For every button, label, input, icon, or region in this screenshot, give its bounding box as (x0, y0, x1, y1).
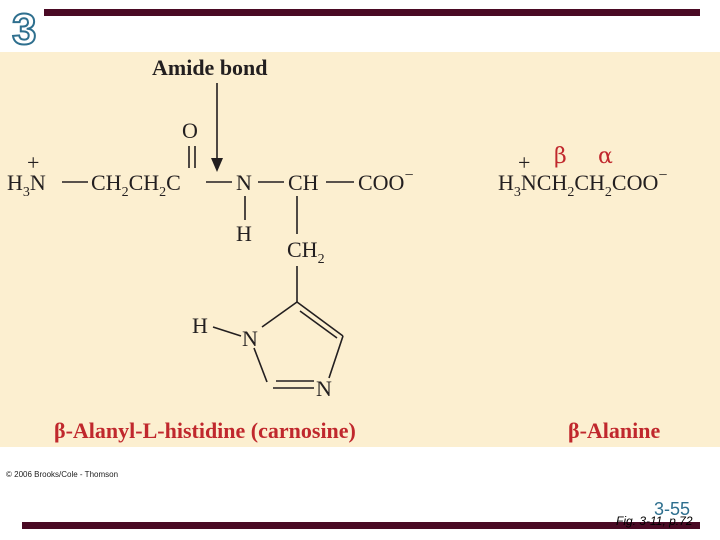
alpha-ch: CH (288, 170, 319, 195)
carnosine-structure-diagram: Amide bond H3N + CH2CH2C O N H CH COO− C… (7, 55, 667, 443)
beta-alanine-formula: H3NCH2CH2COO− (498, 167, 667, 200)
ring-bond-4 (253, 347, 268, 383)
slide-number: 3-55 (654, 499, 691, 519)
ring-bond-5 (261, 301, 298, 328)
ring-bond-2 (328, 335, 344, 379)
top-accent-bar (44, 9, 700, 16)
h3n-plus-left: H3N (7, 170, 46, 200)
ring-nitrogen-3: N (316, 376, 332, 401)
beta-alanine-caption: β-Alanine (568, 418, 661, 443)
carboxylate-left: COO− (358, 167, 413, 195)
amide-arrow-head (211, 158, 223, 172)
alpha-label: α (598, 144, 613, 169)
copyright-notice: © 2006 Brooks/Cole - Thomson (6, 470, 119, 479)
ring-bond-1-double (299, 310, 338, 339)
ch2ch2c-group: CH2CH2C (91, 170, 181, 200)
amide-hydrogen: H (236, 221, 252, 246)
figure-reference: Fig. 3-11, p.72 (616, 514, 693, 528)
carnosine-caption: β-Alanyl-L-histidine (carnosine) (54, 418, 356, 443)
bottom-accent-bar (22, 522, 700, 529)
chapter-number: 3 (11, 5, 38, 54)
ring-nitrogen-1: N (242, 326, 258, 351)
amide-bond-label: Amide bond (152, 55, 268, 80)
carbonyl-oxygen: O (182, 118, 198, 143)
plus-charge-left: + (27, 150, 39, 175)
plus-charge-right: + (518, 150, 530, 175)
beta-label: β (554, 144, 567, 169)
bond-h-n-ring (212, 326, 242, 337)
ring-nh-hydrogen: H (192, 313, 208, 338)
figure-panel: Amide bond H3N + CH2CH2C O N H CH COO− C… (0, 52, 720, 447)
amide-nitrogen: N (236, 170, 252, 195)
ring-bond-1 (296, 301, 344, 337)
side-chain-ch2: CH2 (287, 237, 325, 267)
